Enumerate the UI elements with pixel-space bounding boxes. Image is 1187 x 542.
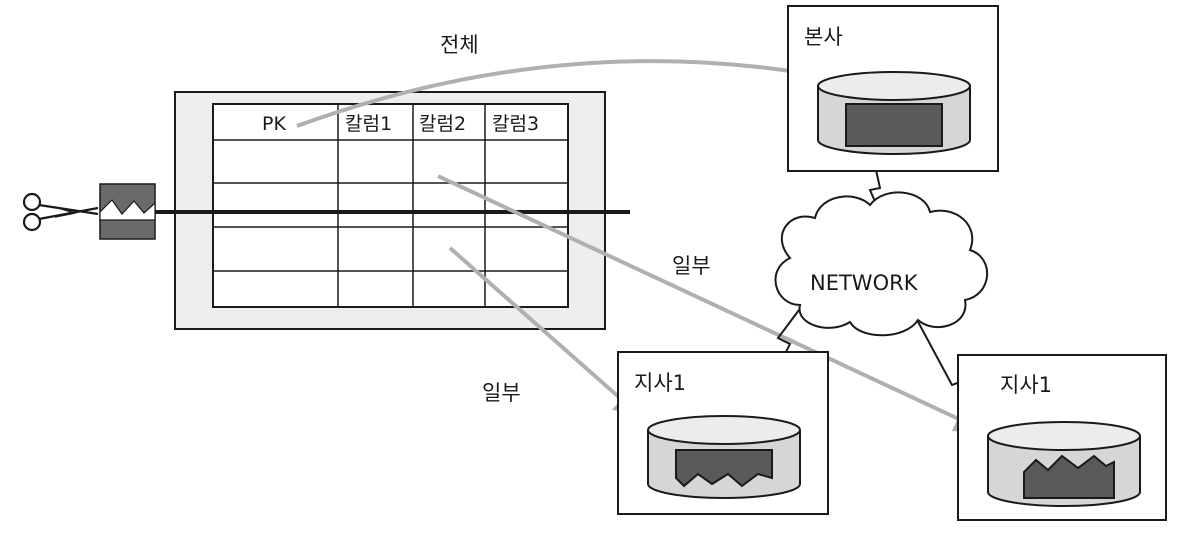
torn-edge xyxy=(99,199,156,221)
table-header-column2: 칼럼2 xyxy=(419,113,466,135)
label-partial-right: 일부 xyxy=(672,254,711,278)
database-icon xyxy=(987,421,1141,507)
headquarters-site: 본사 xyxy=(787,5,999,172)
branch-a-site: 지사1 xyxy=(617,351,829,515)
table-header-pk: PK xyxy=(262,113,286,135)
table-grid-area xyxy=(212,103,569,308)
branch-a-label: 지사1 xyxy=(634,371,686,395)
partial-data-block xyxy=(1023,454,1115,499)
branch-b-site: 지사1 xyxy=(957,354,1167,521)
cloud-shape xyxy=(774,191,988,337)
branch-b-label: 지사1 xyxy=(1000,373,1052,397)
replication-arrows xyxy=(296,58,984,432)
network-label: NETWORK xyxy=(810,271,919,295)
headquarters-label: 본사 xyxy=(804,25,843,49)
partial-data-block xyxy=(675,449,773,488)
table-header-column1: 칼럼1 xyxy=(345,113,392,135)
arrow-partial-to-branch-a xyxy=(448,246,643,418)
database-icon xyxy=(647,415,801,499)
table-header-column3: 칼럼3 xyxy=(492,113,539,135)
full-data-block xyxy=(845,103,943,147)
label-partial-left: 일부 xyxy=(482,381,521,405)
arrow-partial-to-branch-b xyxy=(437,174,984,432)
label-full: 전체 xyxy=(440,33,479,57)
network-cloud-icon: NETWORK xyxy=(774,191,988,337)
database-icon xyxy=(817,71,971,155)
cut-marker xyxy=(99,183,156,240)
arrow-full-to-headquarters xyxy=(296,58,828,128)
scissors-icon xyxy=(22,192,99,232)
